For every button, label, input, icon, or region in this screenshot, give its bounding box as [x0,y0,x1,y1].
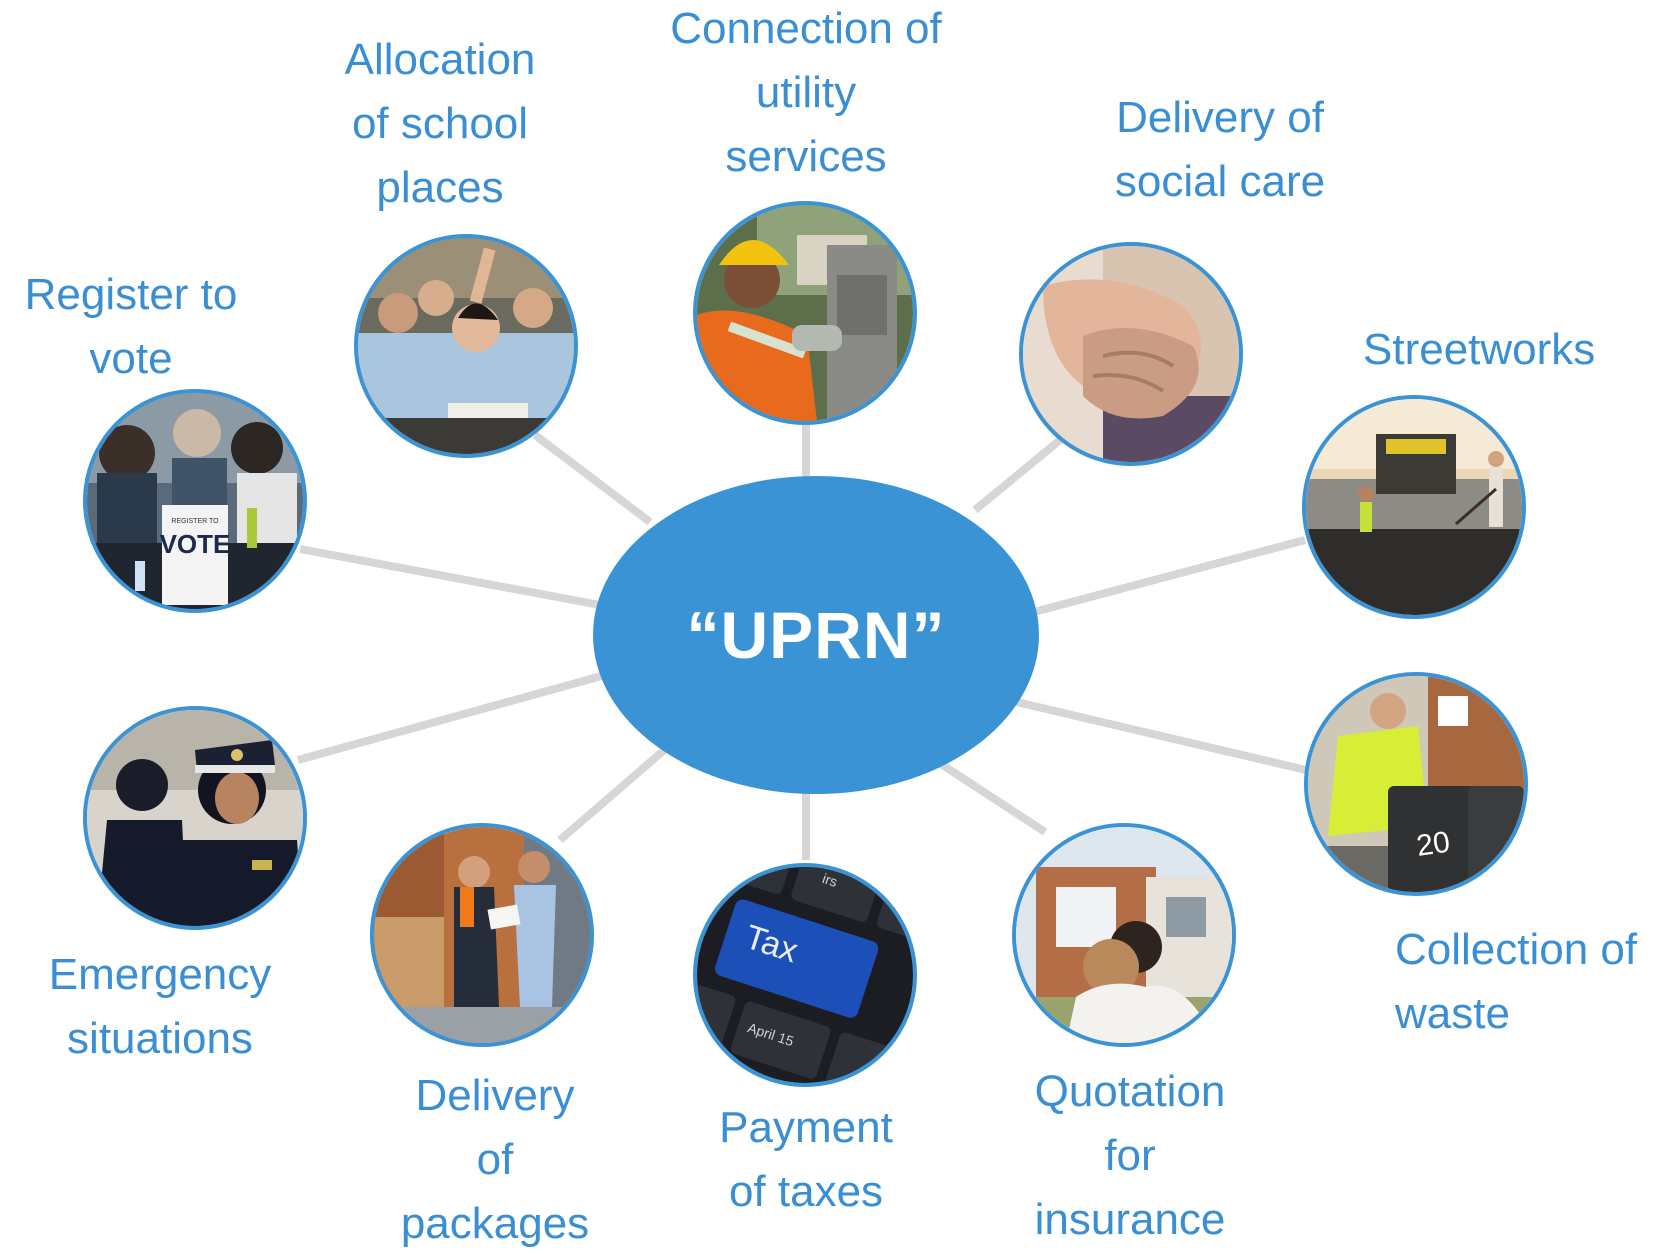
uprn-hub: “UPRN” [593,476,1039,794]
label-package-delivery: Delivery of packages [400,1071,590,1248]
classroom-photo [354,234,578,458]
label-utility-services: Connection of utility services [670,4,942,181]
irs-key-label: irs [820,870,839,890]
police-officer-image [87,710,303,926]
hub-label: “UPRN” [686,598,946,672]
connector-insurance-quotation [932,756,1048,836]
connector-streetworks [1032,536,1307,616]
label-payment-of-taxes: Payment of taxes [719,1103,893,1216]
label-social-care: Delivery of social care [1114,93,1326,206]
holding-hands-photo [1019,242,1243,466]
police-officer-photo [83,706,307,930]
parcel-delivery-image [374,827,590,1043]
label-waste-collection: Collection of waste [1395,925,1638,1038]
road-paving-photo [1302,395,1526,619]
classroom-image [358,238,574,454]
tax-keyboard-image: Tax irs deduc 1040 April 15 [697,867,913,1083]
connector-school-places [532,431,653,526]
vote-sign-top: REGISTER TO [171,518,219,525]
voter-registration-photo: REGISTER TO VOTE [83,389,307,613]
label-school-places: Allocation of school places [344,35,536,212]
bin-number: 20 [1414,826,1452,863]
label-insurance-quotation: Quotation for insurance [1034,1067,1226,1244]
voter-registration-image: REGISTER TO VOTE [87,393,303,609]
connector-social-care [972,436,1063,514]
wheelie-bin-image: 20 [1308,676,1524,892]
connector-waste-collection [1007,696,1307,774]
connector-package-delivery [557,741,673,844]
road-paving-image [1306,399,1522,615]
couple-house-photo [1012,823,1236,1047]
label-register-to-vote: Register to vote [24,270,238,383]
holding-hands-image [1023,246,1239,462]
tax-keyboard-photo: Tax irs deduc 1040 April 15 [693,863,917,1087]
connector-emergency-situations [296,671,607,764]
gas-meter-worker-image [697,205,913,421]
connector-register-to-vote [299,545,601,609]
wheelie-bin-photo: 20 [1304,672,1528,896]
vote-sign-text: VOTE [160,529,231,559]
couple-house-image [1016,827,1232,1043]
parcel-delivery-photo [370,823,594,1047]
gas-meter-worker-photo [693,201,917,425]
label-streetworks: Streetworks [1363,325,1596,374]
label-emergency-situations: Emergency situations [48,950,272,1063]
